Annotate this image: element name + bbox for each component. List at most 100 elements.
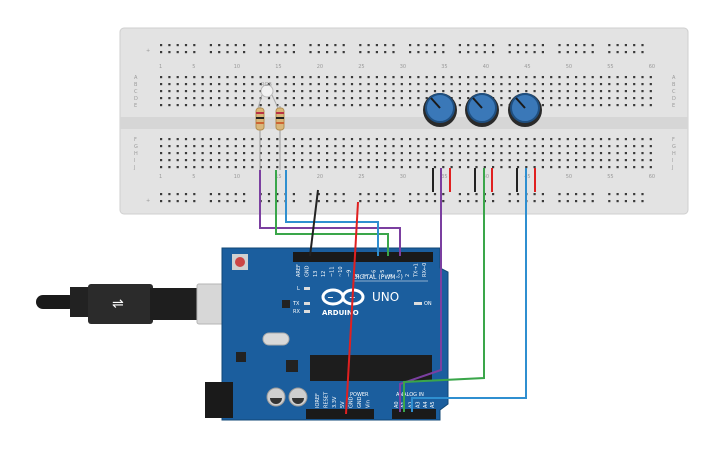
crystal <box>262 332 290 346</box>
potentiometer-3[interactable] <box>508 93 542 127</box>
column-number: 45 <box>524 174 530 180</box>
wire-blue-a2[interactable] <box>411 192 527 412</box>
wire-green-led[interactable] <box>275 170 389 256</box>
row-letter: B <box>134 82 138 88</box>
breadboard-column-numbers: 1155101015152020252530303535404045455050… <box>159 64 655 180</box>
pin-label: RX←0 <box>422 263 428 277</box>
row-letter: J <box>133 165 135 171</box>
resistor-left[interactable] <box>255 106 265 170</box>
power-jack <box>205 382 233 418</box>
breadboard[interactable]: 1155101015152020252530303535404045455050… <box>119 27 689 215</box>
atmega-chip <box>310 355 432 381</box>
row-letter: C <box>134 89 138 95</box>
column-number: 35 <box>441 174 447 180</box>
breadboard-holes <box>160 44 652 203</box>
rail-plus-top: + <box>146 48 150 54</box>
column-number: 20 <box>317 64 323 70</box>
column-number: 30 <box>400 174 406 180</box>
row-letter: E <box>672 103 675 109</box>
wire-purple-led[interactable] <box>259 170 401 256</box>
column-number: 40 <box>483 64 489 70</box>
pin-label: A3 <box>416 401 422 408</box>
pin-label: IOREF <box>315 393 321 408</box>
column-number: 1 <box>159 174 162 180</box>
pin-label: A0 <box>394 401 400 408</box>
arduino-model: UNO <box>372 290 399 304</box>
pin-label: ~6 <box>372 270 378 277</box>
column-number: 15 <box>275 64 281 70</box>
potentiometer-2[interactable] <box>465 93 499 127</box>
row-letter: D <box>672 96 676 102</box>
led-label: RGB <box>261 82 272 88</box>
led-l-label: L <box>297 286 300 292</box>
wire-blue-led[interactable] <box>285 170 379 256</box>
usb-icon: ⇌ <box>112 296 124 312</box>
row-letter: F <box>134 137 137 143</box>
column-number: 25 <box>358 64 364 70</box>
arduino-brand: ARDUINO <box>322 309 359 317</box>
pin-label: AREF <box>296 264 302 277</box>
wire-green-a1[interactable] <box>403 192 485 412</box>
row-letter: I <box>672 158 673 164</box>
column-number: 50 <box>566 174 572 180</box>
column-number: 35 <box>441 64 447 70</box>
pin-label: GND <box>304 265 310 277</box>
pin-label: ~5 <box>380 270 386 277</box>
pin-label: 3.3V <box>332 396 338 408</box>
row-letter: C <box>672 89 676 95</box>
pin-label: Vin <box>365 400 371 408</box>
pin-label: ~9 <box>346 270 352 277</box>
rx-label: RX <box>293 309 300 315</box>
potentiometer-1[interactable] <box>423 93 457 127</box>
pin-label: ~11 <box>330 266 336 277</box>
reset-button[interactable] <box>235 257 245 267</box>
column-number: 5 <box>192 174 195 180</box>
power-header <box>306 409 374 419</box>
usb-cable[interactable]: ⇌ <box>36 283 238 325</box>
column-number: 20 <box>317 174 323 180</box>
jumper-wires[interactable] <box>432 168 536 192</box>
pin-label: 4 <box>388 274 394 277</box>
column-number: 5 <box>192 64 195 70</box>
column-number: 10 <box>234 64 240 70</box>
column-number: 45 <box>524 64 530 70</box>
pin-label: 5V <box>340 401 346 408</box>
column-number: 25 <box>358 174 364 180</box>
row-letter: H <box>672 151 676 157</box>
digital-label: DIGITAL (PWM~) <box>353 274 403 281</box>
row-letter: E <box>134 103 137 109</box>
analog-header <box>392 409 436 419</box>
pin-label: 2 <box>405 274 411 277</box>
tx-label: TX <box>292 301 300 307</box>
pin-label: ~3 <box>397 270 403 277</box>
column-number: 60 <box>649 64 655 70</box>
resistor-right[interactable] <box>275 106 285 170</box>
wire-red-5v[interactable] <box>345 201 359 415</box>
analog-label: ANALOG IN <box>396 392 424 398</box>
pin-label: GND <box>349 396 355 408</box>
pin-label: GND <box>357 396 363 408</box>
row-letter: A <box>672 75 676 81</box>
column-number: 55 <box>607 174 613 180</box>
svg-text:−: − <box>327 293 334 302</box>
pin-label: ~10 <box>338 266 344 277</box>
row-letter: G <box>672 144 676 150</box>
pin-label: 8 <box>355 274 361 277</box>
pin-label: 13 <box>313 271 319 277</box>
column-number: 15 <box>275 174 281 180</box>
wire-black-gnd[interactable] <box>309 189 319 257</box>
row-letter: G <box>134 144 138 150</box>
rgb-led[interactable]: RGB <box>257 82 279 109</box>
pin-label: 7 <box>363 274 369 277</box>
long-wires[interactable] <box>259 170 527 415</box>
wire-purple-a0[interactable] <box>399 192 442 412</box>
pin-label: A4 <box>423 401 429 408</box>
column-number: 1 <box>159 64 162 70</box>
column-number: 50 <box>566 64 572 70</box>
row-letter: H <box>134 151 138 157</box>
column-number: 30 <box>400 64 406 70</box>
